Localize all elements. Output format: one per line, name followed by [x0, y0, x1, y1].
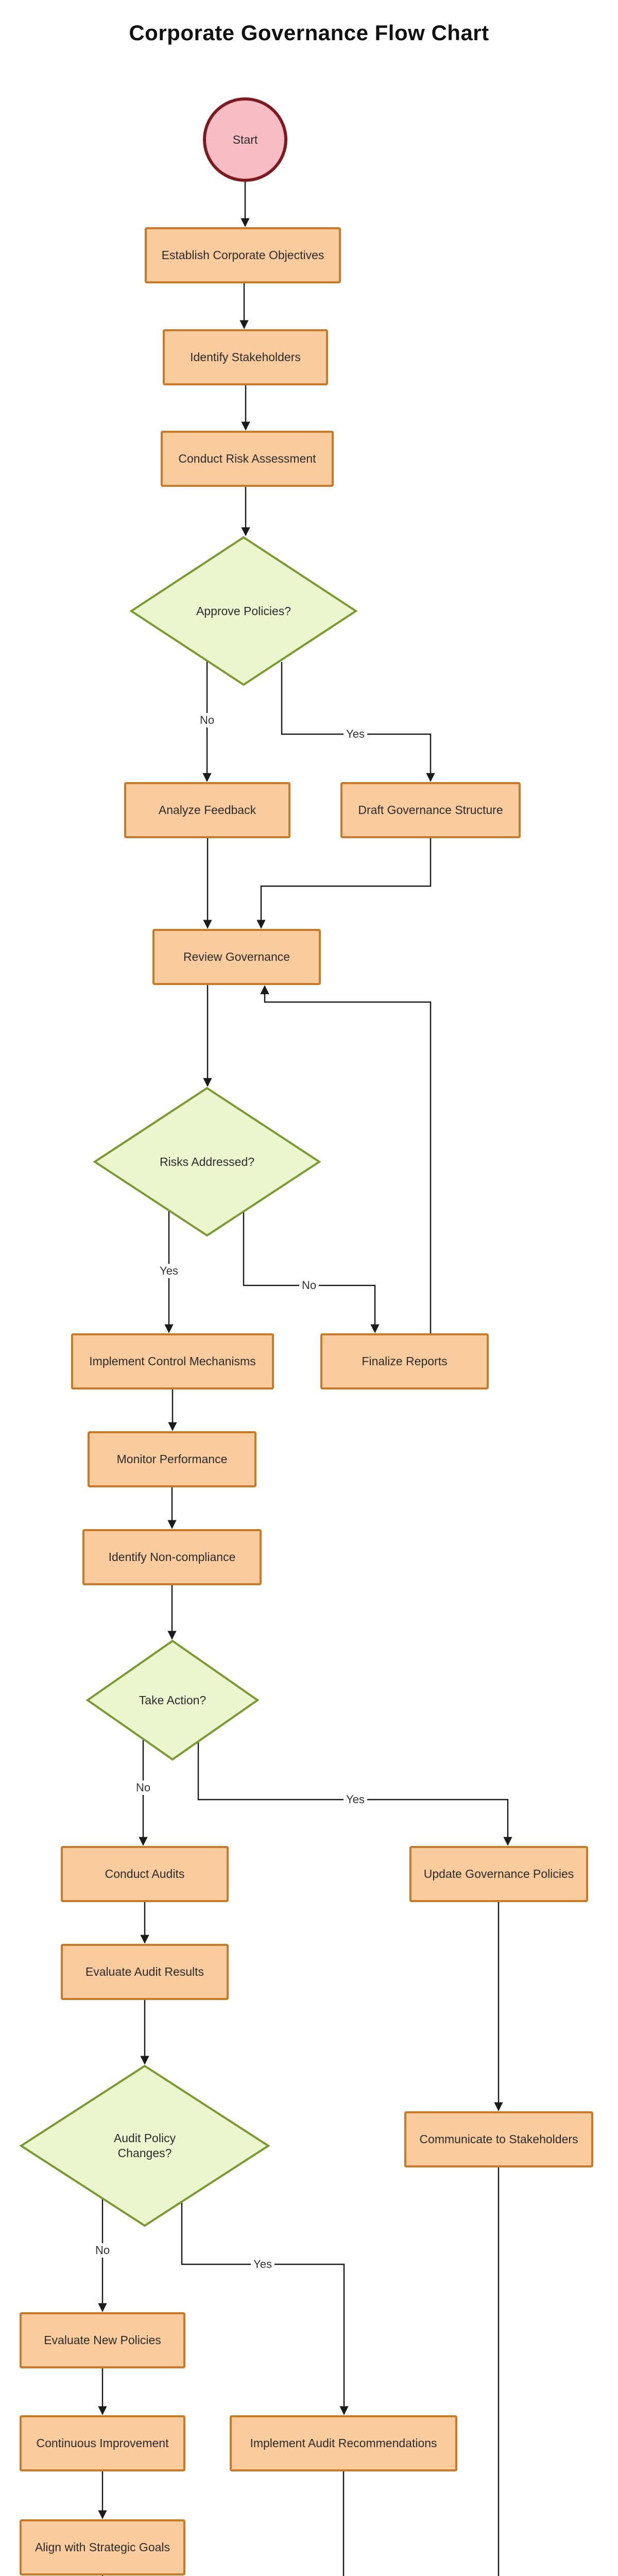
- edge-label-takeaction-no: No: [133, 1781, 153, 1795]
- node-identify-stakeholders-shape: [163, 329, 328, 385]
- node-take-action-shape: [85, 1639, 260, 1761]
- node-finalize-reports-shape: [320, 1333, 489, 1389]
- node-audit-policy-changes-shape: [19, 2064, 270, 2227]
- node-evaluate-new-policies-shape: [20, 2312, 185, 2368]
- edge-label-approve-yes: Yes: [344, 727, 367, 741]
- node-layer: [19, 97, 593, 2575]
- node-identify-non-compliance-shape: [82, 1529, 262, 1585]
- edge-label-auditpolicy-no: No: [92, 2243, 113, 2258]
- chart-title: Corporate Governance Flow Chart: [129, 21, 489, 45]
- edge-approve-yes-draft: [281, 662, 435, 782]
- node-review-governance-shape: [152, 929, 321, 985]
- edge-auditpolicy-yes-recommendations: [181, 2202, 349, 2415]
- node-draft-governance-structure-shape: [340, 782, 521, 838]
- node-implement-audit-recommendations-shape: [230, 2415, 457, 2471]
- node-approve-policies-shape: [129, 536, 358, 686]
- node-start-shape: [203, 97, 287, 182]
- edge-label-takeaction-yes: Yes: [344, 1792, 367, 1807]
- node-establish-corporate-objectives-shape: [145, 227, 341, 283]
- node-align-with-strategic-goals-shape: [20, 2519, 185, 2575]
- node-analyze-feedback-shape: [124, 782, 290, 838]
- edge-finalize-review-loop: [260, 985, 432, 1334]
- node-evaluate-audit-results-shape: [61, 1944, 229, 2000]
- edge-label-approve-no: No: [197, 713, 217, 727]
- node-risks-addressed-shape: [93, 1087, 321, 1237]
- node-conduct-audits-shape: [61, 1846, 229, 1902]
- node-update-governance-policies-shape: [409, 1846, 588, 1902]
- node-communicate-to-stakeholders-shape: [404, 2111, 593, 2167]
- node-conduct-risk-assessment-shape: [161, 431, 334, 487]
- edge-label-risks-no: No: [299, 1278, 319, 1293]
- edge-label-risks-yes: Yes: [157, 1264, 181, 1278]
- edge-draft-review: [256, 837, 432, 929]
- node-implement-control-mechanisms-shape: [71, 1333, 274, 1389]
- edge-communicate-end: [497, 2166, 500, 2576]
- edge-label-auditpolicy-yes: Yes: [251, 2257, 274, 2272]
- node-monitor-performance-shape: [88, 1431, 256, 1487]
- edge-risks-no-finalize: [243, 1211, 380, 1333]
- node-continuous-improvement-shape: [20, 2415, 185, 2471]
